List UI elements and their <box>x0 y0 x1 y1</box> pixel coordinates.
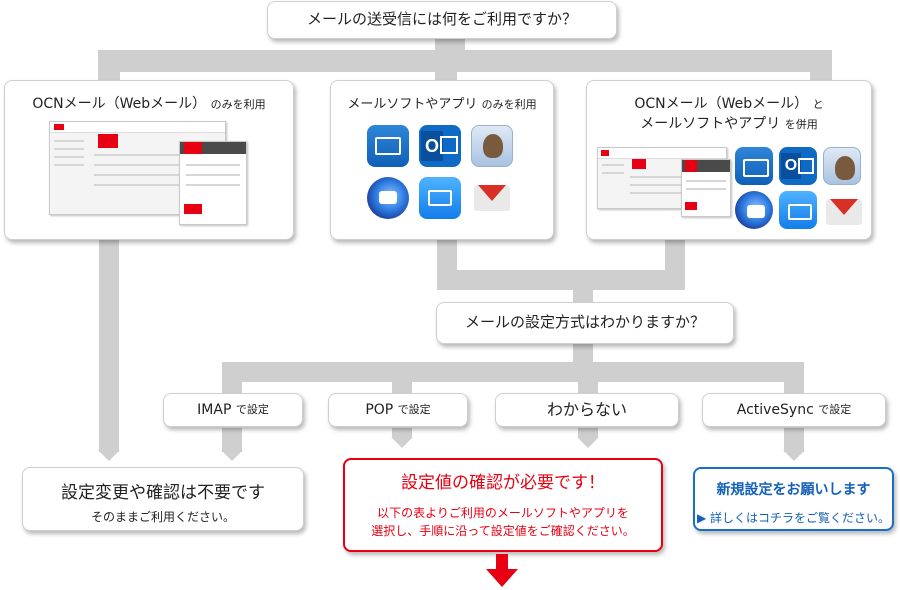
arrow-down-icon <box>98 450 120 461</box>
thunderbird-icon <box>367 177 409 219</box>
result-no-change-sub: そのままご利用ください。 <box>90 510 235 524</box>
option-both-line2-suffix: を併用 <box>784 118 818 131</box>
option-mailsoft-suffix: のみを利用 <box>481 98 537 111</box>
thunderbird-icon <box>735 191 773 229</box>
method-unknown-box: わからない <box>495 393 679 427</box>
result-check-box: 設定値の確認が必要です！ 以下の表よりご利用のメールソフトやアプリを 選択し、手… <box>343 458 663 552</box>
windows-mail-icon <box>735 147 773 185</box>
method-imap-box: IMAP で設定 <box>163 393 303 427</box>
mac-mail-icon <box>471 125 513 167</box>
arrow-down-icon <box>783 450 805 461</box>
result-new-setup-box[interactable]: 新規設定をお願いします ▶ 詳しくはコチラをご覧ください。 <box>693 467 894 531</box>
result-no-change-title: 設定変更や確認は不要です <box>61 483 265 503</box>
windows-mail-icon <box>367 125 409 167</box>
arrow-down-icon <box>391 437 413 448</box>
outlook-icon: O <box>419 125 461 167</box>
mac-mail-icon <box>823 147 861 185</box>
method-imap-label: IMAP <box>197 401 232 418</box>
option-both-line1: OCNメール（Webメール） <box>634 96 809 112</box>
result-check-line1: 以下の表よりご利用のメールソフトやアプリを <box>377 506 629 520</box>
outlook-icon: O <box>779 147 817 185</box>
method-activesync-label: ActiveSync <box>736 401 814 418</box>
option-webmail-suffix: のみを利用 <box>210 98 266 111</box>
option-mailsoft-title: メールソフトやアプリ <box>347 97 478 112</box>
method-pop-box: POP で設定 <box>328 393 468 427</box>
result-check-title: 設定値の確認が必要です！ <box>401 473 605 493</box>
arrow-down-icon <box>221 450 243 461</box>
result-no-change-box: 設定変更や確認は不要です そのままご利用ください。 <box>22 467 304 531</box>
result-new-setup-title: 新規設定をお願いします <box>716 482 871 498</box>
method-pop-label: POP <box>365 401 394 418</box>
arrow-down-icon <box>577 437 599 448</box>
top-question-text: メールの送受信には何をご利用ですか？ <box>306 10 577 29</box>
method-activesync-box: ActiveSync で設定 <box>702 393 886 427</box>
option-both-line1-suffix: と <box>812 98 824 111</box>
method-unknown-label: わからない <box>546 399 627 419</box>
option-webmail-box: OCNメール（Webメール） のみを利用 <box>4 80 294 240</box>
gmail-icon <box>823 191 862 229</box>
second-question-text: メールの設定方式はわかりますか？ <box>464 313 705 332</box>
ios-mail-icon <box>419 177 461 219</box>
method-imap-suffix: で設定 <box>235 402 269 416</box>
option-webmail-title: OCNメール（Webメール） <box>32 96 207 112</box>
result-check-line2: 選択し、手順に沿って設定値をご確認ください。 <box>371 524 635 538</box>
top-question-box: メールの送受信には何をご利用ですか？ <box>267 1 617 39</box>
ios-mail-icon <box>779 191 817 229</box>
gmail-icon <box>471 177 513 219</box>
method-activesync-suffix: で設定 <box>818 402 852 416</box>
option-mailsoft-box: メールソフトやアプリ のみを利用 O <box>330 80 554 240</box>
method-pop-suffix: で設定 <box>397 402 431 416</box>
second-question-box: メールの設定方式はわかりますか？ <box>436 302 734 344</box>
details-link[interactable]: ▶ 詳しくはコチラをご覧ください。 <box>696 511 891 525</box>
option-both-box: OCNメール（Webメール） と メールソフトやアプリ を併用 O <box>586 80 872 240</box>
option-both-line2: メールソフトやアプリ <box>640 116 781 132</box>
